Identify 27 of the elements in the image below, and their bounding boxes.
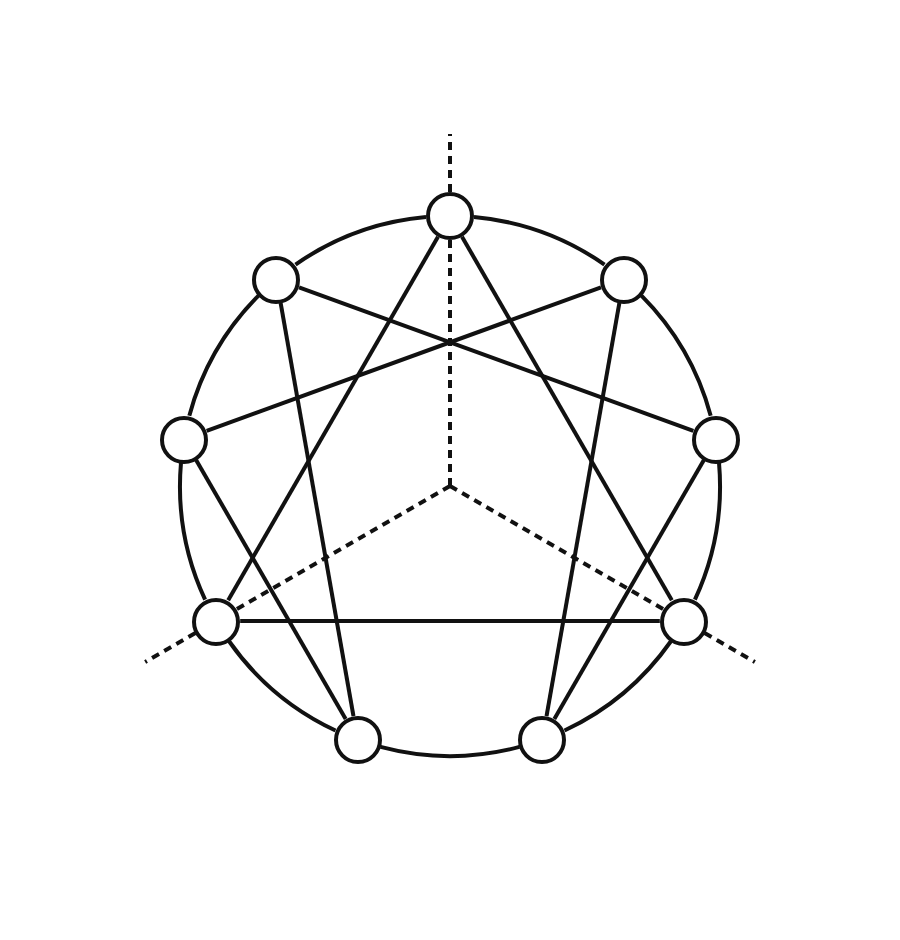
small-circle xyxy=(599,255,648,304)
ring-arc xyxy=(380,744,520,758)
connector-line xyxy=(278,302,356,717)
connector-line xyxy=(240,619,660,623)
connector-line xyxy=(460,235,674,602)
ring-arc xyxy=(563,640,673,733)
connector-line xyxy=(194,458,348,720)
ring-arc xyxy=(294,215,427,267)
small-circle xyxy=(426,192,474,240)
connector-line xyxy=(226,235,440,602)
ring-arc xyxy=(693,462,722,601)
ring-arc xyxy=(473,215,606,267)
connector-line xyxy=(552,458,706,720)
connector-line xyxy=(544,302,622,717)
small-circle xyxy=(659,597,708,645)
connector-line xyxy=(205,285,602,433)
connector-line xyxy=(298,285,695,433)
ring-arc xyxy=(639,294,713,417)
ring-arc xyxy=(227,640,337,733)
small-circle xyxy=(691,415,740,464)
ring-arc xyxy=(187,294,261,417)
small-circle xyxy=(160,415,209,464)
small-circle xyxy=(518,715,567,764)
small-circle xyxy=(333,715,382,764)
small-circle xyxy=(252,255,301,304)
small-circle xyxy=(192,597,241,645)
ring-arc xyxy=(178,462,207,601)
